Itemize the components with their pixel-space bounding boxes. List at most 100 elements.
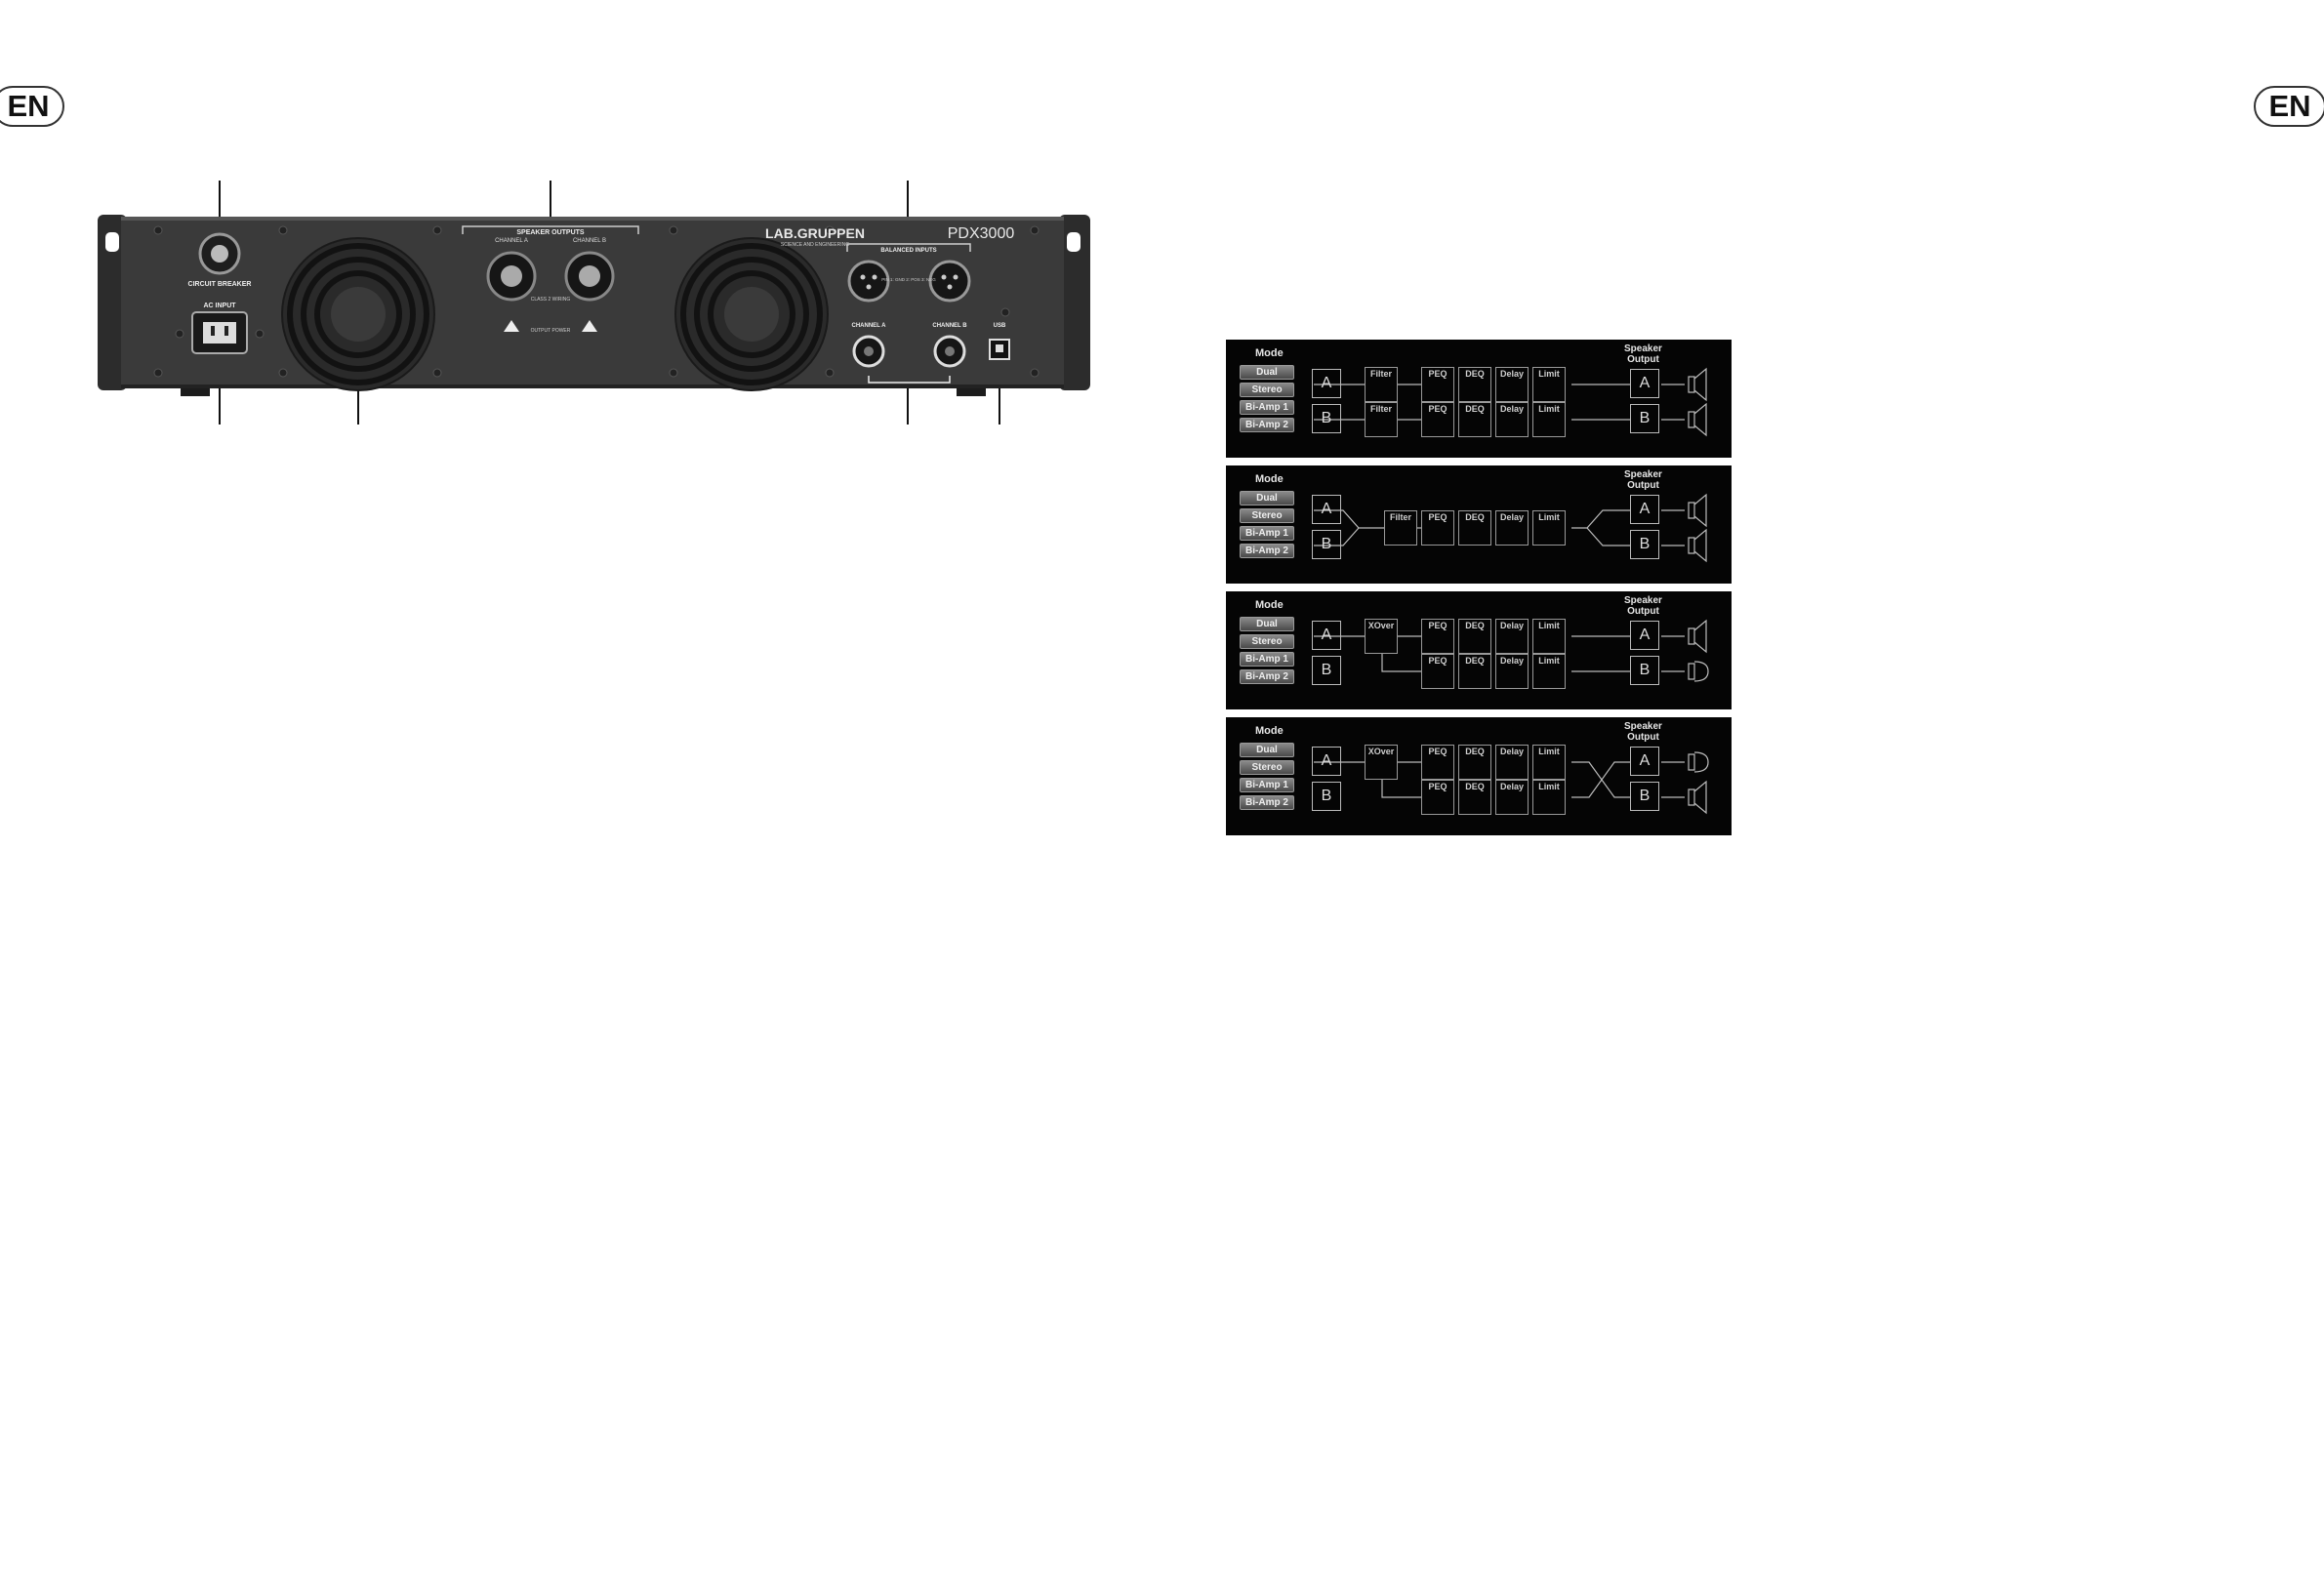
peq-block: PEQ [1421,619,1454,654]
mode-button-dual[interactable]: Dual [1240,743,1294,757]
peq-block: PEQ [1421,367,1454,402]
peq-block: PEQ [1421,780,1454,815]
circuit-breaker-label: CIRCUIT BREAKER [188,281,252,288]
input-channel-a: A [1312,621,1341,650]
peq-block: PEQ [1421,654,1454,689]
model-name: PDX3000 [948,225,1015,242]
rear-panel-illustration: CIRCUIT BREAKER AC INPUT SPEAKER OUTPUTS… [98,176,1093,429]
balanced-inputs-label: BALANCED INPUTS [880,248,936,254]
signal-lines-bi-amp-1 [1314,619,1709,682]
speaker-outputs-label: SPEAKER OUTPUTS [516,229,585,236]
mode-button-stereo[interactable]: Stereo [1240,760,1294,775]
mode-button-bi-amp-1[interactable]: Bi-Amp 1 [1240,400,1294,415]
filter-block: Filter [1365,402,1398,437]
fan-right [674,237,829,391]
mode-title: Mode [1255,347,1284,359]
delay-block: Delay [1495,402,1529,437]
input-channel-b: B [1312,404,1341,433]
deq-block: DEQ [1458,745,1491,780]
limit-block: Limit [1532,654,1566,689]
deq-block: DEQ [1458,402,1491,437]
mode-panel-dual: Mode Dual Stereo Bi-Amp 1 Bi-Amp 2 Speak… [1226,340,1732,458]
mode-title: Mode [1255,599,1284,611]
mode-title: Mode [1255,725,1284,737]
input-channel-a-label: CHANNEL A [851,323,886,329]
mode-button-bi-amp-2[interactable]: Bi-Amp 2 [1240,544,1294,558]
limit-block: Limit [1532,619,1566,654]
fan-left [281,237,435,391]
peq-block: PEQ [1421,510,1454,546]
input-channel-a: A [1312,495,1341,524]
input-channel-b: B [1312,782,1341,811]
limit-block: Limit [1532,745,1566,780]
mode-panel-bi-amp-2: Mode Dual Stereo Bi-Amp 1 Bi-Amp 2 Speak… [1226,717,1732,835]
mode-button-bi-amp-1[interactable]: Bi-Amp 1 [1240,778,1294,792]
input-channel-a: A [1312,747,1341,776]
filter-block: Filter [1365,367,1398,402]
deq-block: DEQ [1458,367,1491,402]
delay-block: Delay [1495,367,1529,402]
xover-block: XOver [1365,745,1398,780]
mode-button-dual[interactable]: Dual [1240,617,1294,631]
brand-logo: LAB.GRUPPEN [765,225,865,241]
mode-button-bi-amp-2[interactable]: Bi-Amp 2 [1240,669,1294,684]
mode-button-bi-amp-1[interactable]: Bi-Amp 1 [1240,652,1294,667]
mode-diagrams: Mode Dual Stereo Bi-Amp 1 Bi-Amp 2 Speak… [1226,340,1732,843]
output-channel-b: B [1630,656,1659,685]
deq-block: DEQ [1458,780,1491,815]
mode-button-stereo[interactable]: Stereo [1240,383,1294,397]
limit-block: Limit [1532,780,1566,815]
rear-panel-svg: CIRCUIT BREAKER AC INPUT SPEAKER OUTPUTS… [98,181,1090,425]
signal-lines-bi-amp-2 [1314,751,1709,815]
deq-block: DEQ [1458,654,1491,689]
output-channel-a: A [1630,495,1659,524]
delay-block: Delay [1495,745,1529,780]
mode-button-dual[interactable]: Dual [1240,491,1294,505]
peq-block: PEQ [1421,745,1454,780]
delay-block: Delay [1495,654,1529,689]
mode-button-stereo[interactable]: Stereo [1240,634,1294,649]
language-tab-right: EN [2254,86,2324,127]
mode-title: Mode [1255,473,1284,485]
speaker-channel-b-label: CHANNEL B [573,238,606,244]
xover-block: XOver [1365,619,1398,654]
limit-block: Limit [1532,402,1566,437]
deq-block: DEQ [1458,510,1491,546]
output-channel-b: B [1630,530,1659,559]
signal-lines-dual [1314,367,1707,437]
brand-tagline: SCIENCE AND ENGINEERING [781,242,849,248]
mode-panel-bi-amp-1: Mode Dual Stereo Bi-Amp 1 Bi-Amp 2 Speak… [1226,591,1732,709]
output-power-label: OUTPUT POWER [531,328,571,334]
speaker-channel-a-label: CHANNEL A [495,238,528,244]
usb-label: USB [994,323,1006,329]
delay-block: Delay [1495,510,1529,546]
output-channel-a: A [1630,369,1659,398]
pin-legend: PIN 1: GND 2: POS 3: NEG [881,277,936,282]
mode-button-bi-amp-2[interactable]: Bi-Amp 2 [1240,795,1294,810]
output-channel-b: B [1630,782,1659,811]
mode-button-stereo[interactable]: Stereo [1240,508,1294,523]
output-channel-a: A [1630,621,1659,650]
output-channel-b: B [1630,404,1659,433]
input-channel-b-label: CHANNEL B [932,323,967,329]
limit-block: Limit [1532,510,1566,546]
deq-block: DEQ [1458,619,1491,654]
input-channel-a: A [1312,369,1341,398]
language-tab-left: EN [0,86,64,127]
mode-button-bi-amp-2[interactable]: Bi-Amp 2 [1240,418,1294,432]
class2-label: CLASS 2 WIRING [531,297,571,303]
filter-block: Filter [1384,510,1417,546]
limit-block: Limit [1532,367,1566,402]
delay-block: Delay [1495,780,1529,815]
mode-button-dual[interactable]: Dual [1240,365,1294,380]
output-channel-a: A [1630,747,1659,776]
peq-block: PEQ [1421,402,1454,437]
input-channel-b: B [1312,656,1341,685]
mode-panel-stereo: Mode Dual Stereo Bi-Amp 1 Bi-Amp 2 Speak… [1226,465,1732,584]
mode-button-bi-amp-1[interactable]: Bi-Amp 1 [1240,526,1294,541]
ac-input-label: AC INPUT [203,303,236,309]
delay-block: Delay [1495,619,1529,654]
